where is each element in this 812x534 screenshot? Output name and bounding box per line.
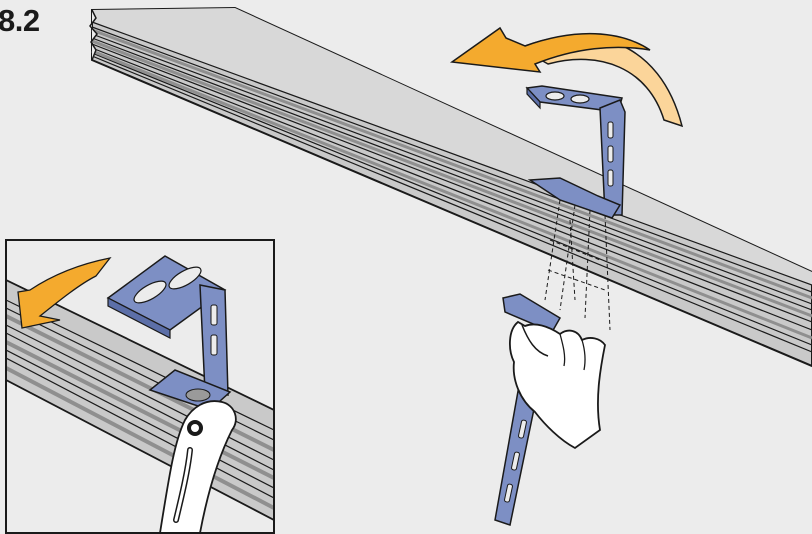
step-number: 8.2 — [0, 3, 40, 39]
detail-inset — [6, 240, 274, 533]
rotation-arrow — [452, 28, 682, 126]
